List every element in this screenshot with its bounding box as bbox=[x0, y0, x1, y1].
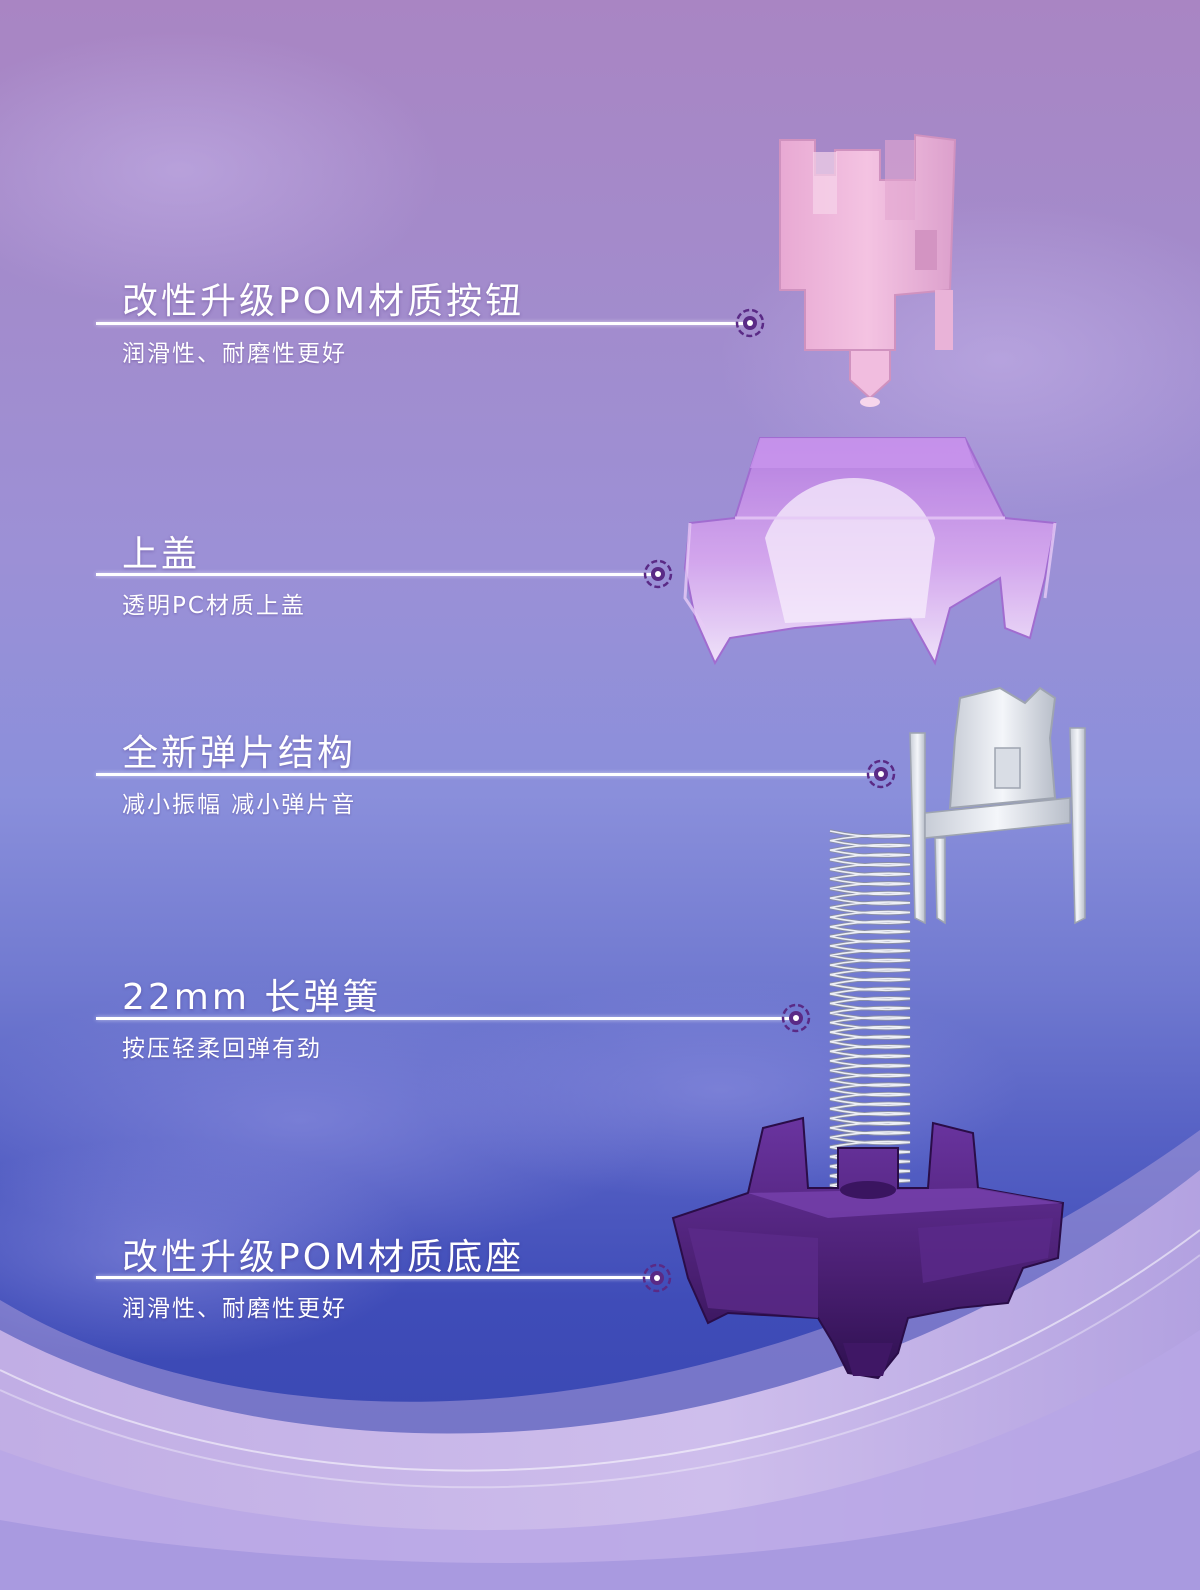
metal-leaf-icon bbox=[905, 678, 1095, 928]
marker-dot-icon bbox=[866, 759, 896, 789]
feature-subtitle: 透明PC材质上盖 bbox=[122, 593, 306, 619]
feature-subtitle: 减小振幅 减小弹片音 bbox=[122, 792, 357, 818]
marker-dot-icon bbox=[735, 308, 765, 338]
leader-line bbox=[96, 573, 656, 576]
purple-bottom-housing-icon bbox=[668, 1108, 1068, 1388]
leader-line bbox=[96, 322, 746, 325]
feature-title: 上盖 bbox=[122, 534, 201, 575]
marker-dot-icon bbox=[643, 559, 673, 589]
transparent-top-housing-icon bbox=[675, 428, 1065, 668]
leader-line bbox=[96, 1017, 796, 1020]
feature-subtitle: 润滑性、耐磨性更好 bbox=[122, 1296, 347, 1322]
feature-title: 22mm 长弹簧 bbox=[122, 977, 382, 1018]
feature-title: 改性升级POM材质底座 bbox=[122, 1237, 525, 1278]
feature-title: 改性升级POM材质按钮 bbox=[122, 281, 525, 322]
marker-dot-icon bbox=[642, 1263, 672, 1293]
pink-stem-icon bbox=[775, 130, 975, 420]
leader-line bbox=[96, 1276, 656, 1279]
feature-title: 全新弹片结构 bbox=[122, 733, 357, 774]
marker-dot-icon bbox=[781, 1003, 811, 1033]
spring-icon bbox=[820, 823, 920, 1203]
feature-subtitle: 润滑性、耐磨性更好 bbox=[122, 341, 347, 367]
feature-subtitle: 按压轻柔回弹有劲 bbox=[122, 1036, 322, 1062]
leader-line bbox=[96, 773, 881, 776]
